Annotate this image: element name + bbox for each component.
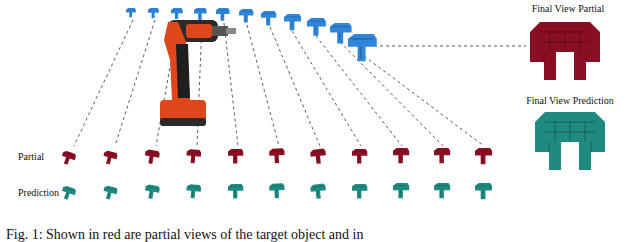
final-partial-shape [530, 22, 600, 80]
figure-caption: Fig. 1: Shown in red are partial views o… [6, 227, 363, 242]
view-label: Final View Partial [532, 3, 605, 14]
drill-object [160, 20, 236, 126]
row-label: Prediction [18, 187, 59, 198]
view-label: Final View Prediction [526, 95, 614, 106]
prediction-views [60, 183, 492, 202]
final-prediction-shape [535, 112, 605, 170]
view-lines [74, 20, 526, 146]
partial-views [60, 148, 492, 167]
camera-views [126, 8, 377, 61]
row-label: Partial [18, 151, 44, 162]
